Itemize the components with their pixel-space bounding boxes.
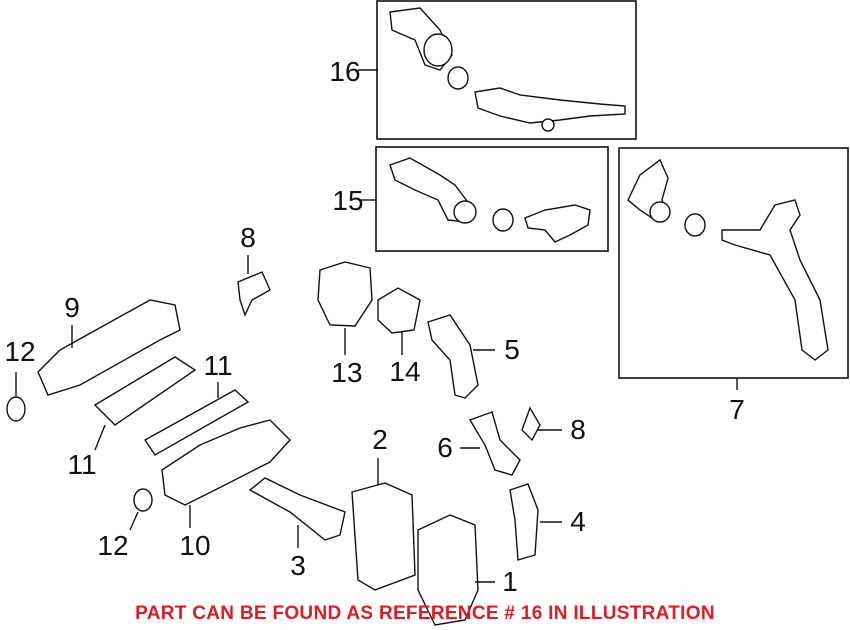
callout-7: 7	[729, 394, 745, 425]
callout-4: 4	[570, 506, 586, 537]
callout-3: 3	[290, 550, 306, 581]
part-15-hose-assembly	[389, 157, 591, 243]
part-16-hose-assembly	[389, 7, 626, 132]
part-14-flange	[377, 287, 421, 334]
part-11-gasket	[93, 356, 197, 426]
part-4-hose	[509, 483, 539, 561]
part-2-shield	[351, 482, 416, 591]
part-9-cooler	[37, 299, 181, 396]
part-8-sensor	[521, 406, 541, 442]
part-12-ring	[133, 488, 153, 512]
callout-8: 8	[240, 222, 256, 253]
callout-10: 10	[179, 530, 211, 561]
callout-12: 12	[4, 336, 36, 367]
part-8-sensor	[237, 271, 271, 317]
part-7-hose-assembly	[627, 158, 829, 361]
leader-lines	[15, 69, 738, 583]
part-5-hose	[427, 314, 479, 399]
reference-note: PART CAN BE FOUND AS REFERENCE # 16 IN I…	[135, 603, 715, 624]
callout-16: 16	[329, 56, 361, 87]
callout-6: 6	[437, 432, 453, 463]
callout-11: 11	[67, 449, 97, 480]
callout-14: 14	[389, 356, 421, 387]
part-12-ring	[6, 396, 26, 422]
callout-9: 9	[64, 292, 80, 323]
part-1-intercooler	[417, 514, 479, 626]
callout-15: 15	[332, 185, 364, 216]
part-11-gasket	[143, 389, 250, 456]
part-3-hose	[248, 477, 346, 541]
group-box-7	[618, 147, 849, 379]
callout-5: 5	[504, 334, 520, 365]
callout-11: 11	[203, 350, 233, 381]
part-6-pipe	[468, 411, 521, 476]
callout-13: 13	[331, 357, 363, 388]
callout-1: 1	[502, 566, 518, 597]
part-13-throttle-body	[317, 261, 373, 327]
callout-8: 8	[570, 414, 586, 445]
part-10-cooler	[161, 419, 291, 506]
callout-2: 2	[372, 424, 388, 455]
callout-12: 12	[97, 530, 129, 561]
group-box-15	[375, 146, 609, 252]
